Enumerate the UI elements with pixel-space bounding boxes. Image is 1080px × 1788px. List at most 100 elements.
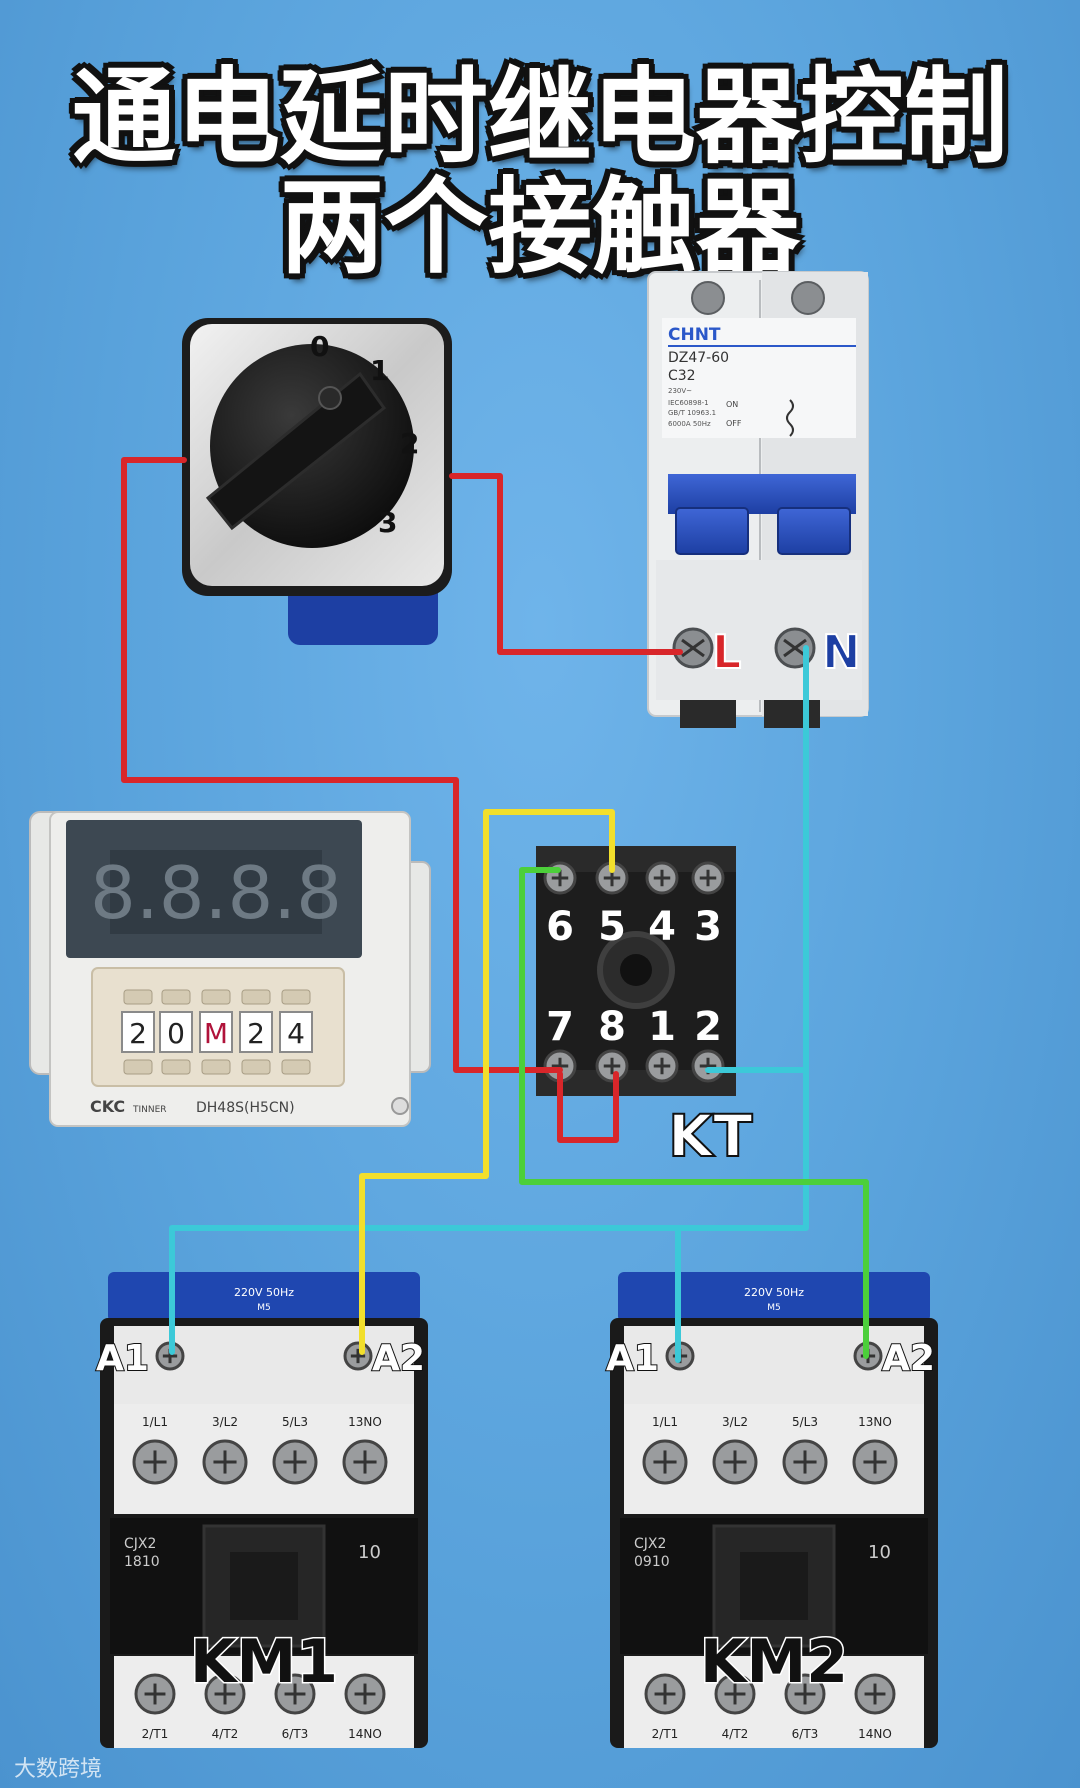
top-terminal-label: 3/L2	[722, 1415, 748, 1429]
wire-green-kt6-to-km2-a2	[519, 867, 869, 1359]
kt-bottom-pin-label: 8	[598, 1004, 626, 1050]
breaker-model: DZ47-60	[668, 350, 729, 366]
bottom-terminal-label: 6/T3	[792, 1727, 819, 1741]
contactor-label: KM1	[190, 1627, 338, 1697]
breaker-foot	[764, 700, 820, 728]
switch-handle[interactable]	[205, 371, 387, 531]
timer-dial-window	[279, 1011, 313, 1053]
kt-top-pin-label: 4	[648, 904, 676, 950]
kt-top-pin-label: 6	[546, 904, 574, 950]
breaker-foot	[680, 700, 736, 728]
kt-top-pin-label: 5	[598, 904, 626, 950]
timer-dial-down-button[interactable]	[241, 1059, 271, 1075]
bottom-terminal-label: 2/T1	[142, 1727, 169, 1741]
timer-dial-up-button[interactable]	[201, 989, 231, 1005]
switch-pos-2: 2	[400, 427, 419, 460]
breaker-off-label: OFF	[726, 419, 742, 428]
coil-sub: M5	[257, 1303, 271, 1313]
relay-base-label: KT	[668, 1102, 753, 1170]
coil-a1-label: A1	[606, 1338, 659, 1379]
top-terminal-label: 3/L2	[212, 1415, 238, 1429]
breaker-top-screw-icon	[791, 281, 825, 315]
circuit-breaker: CHNT DZ47-60 C32 230V~ IEC60898-1 GB/T 1…	[647, 271, 869, 728]
terminal-n-label: N	[822, 625, 861, 679]
wire-red-jumper-7-8	[557, 1071, 619, 1143]
timer-dial-value: 2	[129, 1017, 147, 1050]
breaker-brand: CHNT	[668, 325, 721, 345]
contactor-aux: 10	[358, 1542, 381, 1563]
coil-a2-label: A2	[372, 1338, 425, 1379]
coil-terminal-strip	[114, 1326, 414, 1406]
timer-dial-down-button[interactable]	[161, 1059, 191, 1075]
timer-dial-down-button[interactable]	[123, 1059, 153, 1075]
timer-model: DH48S(H5CN)	[196, 1100, 295, 1116]
bottom-terminal-label: 14NO	[348, 1727, 382, 1741]
top-terminal-label: 13NO	[348, 1415, 382, 1429]
breaker-top-screw-icon	[691, 281, 725, 315]
breaker-rating: C32	[668, 368, 696, 384]
breaker-capacity: 6000A 50Hz	[668, 420, 711, 428]
timer-brand-sub: TINNER	[132, 1105, 167, 1115]
terminal-l-label: L	[712, 625, 741, 679]
top-terminal-label: 1/L1	[652, 1415, 678, 1429]
bottom-terminal-label: 14NO	[858, 1727, 892, 1741]
timer-dial-window	[239, 1011, 273, 1053]
timer-dial-up-button[interactable]	[123, 989, 153, 1005]
top-terminal-label: 5/L3	[792, 1415, 818, 1429]
switch-pos-1: 1	[370, 354, 389, 387]
wires	[121, 457, 869, 1363]
timer-dial-up-button[interactable]	[161, 989, 191, 1005]
timer-dial-down-button[interactable]	[201, 1059, 231, 1075]
timer-dial-value: 2	[247, 1017, 265, 1050]
rotary-switch: 0 1 2 3	[182, 318, 452, 645]
coil-rating: 220V 50Hz	[744, 1286, 804, 1299]
switch-screw-icon	[318, 386, 342, 410]
title-line-1: 通电延时继电器控制	[71, 56, 1008, 178]
switch-pos-0: 0	[310, 330, 329, 363]
bottom-terminal-label: 4/T2	[722, 1727, 749, 1741]
timer-dial-value: M	[204, 1017, 228, 1050]
breaker-symbol-icon	[786, 399, 794, 437]
bottom-terminal-label: 4/T2	[212, 1727, 239, 1741]
top-terminal-label: 13NO	[858, 1415, 892, 1429]
kt-bottom-pin-label: 1	[648, 1004, 676, 1050]
wire-red-switch-to-kt7	[121, 457, 563, 1073]
timer-dial-window	[159, 1011, 193, 1053]
breaker-voltage: 230V~	[668, 387, 692, 395]
timer-display-digits: 8.8.8.8	[90, 851, 342, 935]
contactor-label: KM2	[700, 1627, 848, 1697]
switch-pos-3: 3	[378, 506, 397, 539]
timer-latch-icon	[391, 1097, 409, 1115]
bottom-terminal-label: 6/T3	[282, 1727, 309, 1741]
wire-red-switch-to-l	[449, 473, 683, 655]
coil-cover	[108, 1272, 420, 1322]
coil-cover	[618, 1272, 930, 1322]
coil-rating: 220V 50Hz	[234, 1286, 294, 1299]
title-line-2: 两个接触器	[279, 166, 800, 288]
timer-dial-up-button[interactable]	[281, 989, 311, 1005]
timer-dial-value: 0	[167, 1017, 185, 1050]
timer-dial-up-button[interactable]	[241, 989, 271, 1005]
breaker-on-label: ON	[726, 400, 738, 409]
timer-dial-down-button[interactable]	[281, 1059, 311, 1075]
wire-cyan-n-to-km-a1	[169, 1067, 809, 1355]
breaker-standard-1: IEC60898-1	[668, 399, 709, 407]
contactor-model: CJX2	[634, 1536, 666, 1552]
breaker-toggle-right[interactable]	[777, 507, 851, 555]
top-terminal-label: 5/L3	[282, 1415, 308, 1429]
timer-dial-window	[199, 1011, 233, 1053]
breaker-toggle-left[interactable]	[675, 507, 749, 555]
contactor-model-num: 0910	[634, 1554, 670, 1570]
top-terminal-label: 1/L1	[142, 1415, 168, 1429]
breaker-standard-2: GB/T 10963.1	[668, 409, 716, 417]
breaker-label-area	[662, 318, 856, 438]
